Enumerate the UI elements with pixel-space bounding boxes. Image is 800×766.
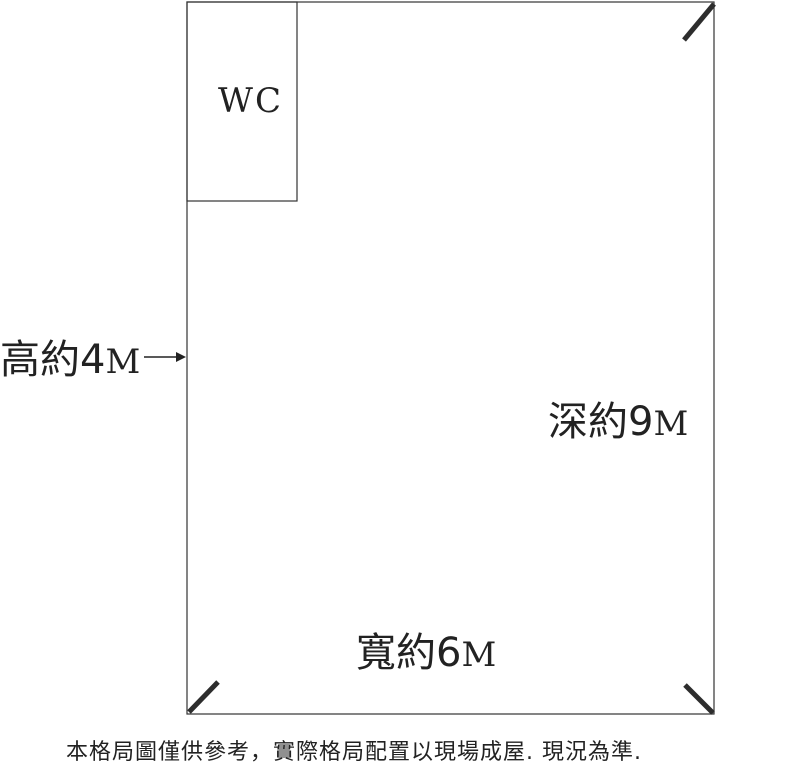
width-label-value: 6 — [436, 630, 462, 676]
width-label-text: 寬約 — [356, 630, 436, 676]
corner-mark-bottom-right — [683, 683, 715, 715]
height-label: 高約4M — [0, 340, 140, 380]
width-label-unit: M — [461, 635, 497, 675]
height-label-value: 4 — [80, 337, 106, 383]
depth-label: 深約9M — [548, 402, 688, 442]
room-outline — [186, 1, 715, 715]
wc-room — [186, 1, 298, 202]
corner-mark-bottom-left — [187, 680, 220, 714]
height-label-unit: M — [105, 342, 141, 382]
height-label-text: 高約 — [0, 337, 80, 383]
depth-label-value: 9 — [628, 399, 654, 445]
height-arrow-head — [176, 352, 186, 362]
disclaimer-note: 本格局圖僅供參考，實際格局配置以現場成屋. 現況為準. — [66, 740, 642, 765]
depth-label-unit: M — [653, 404, 689, 444]
depth-label-text: 深約 — [548, 399, 628, 445]
corner-mark-top-right — [682, 2, 716, 42]
width-label: 寬約6M — [356, 633, 496, 673]
wc-label: WC — [218, 81, 283, 121]
